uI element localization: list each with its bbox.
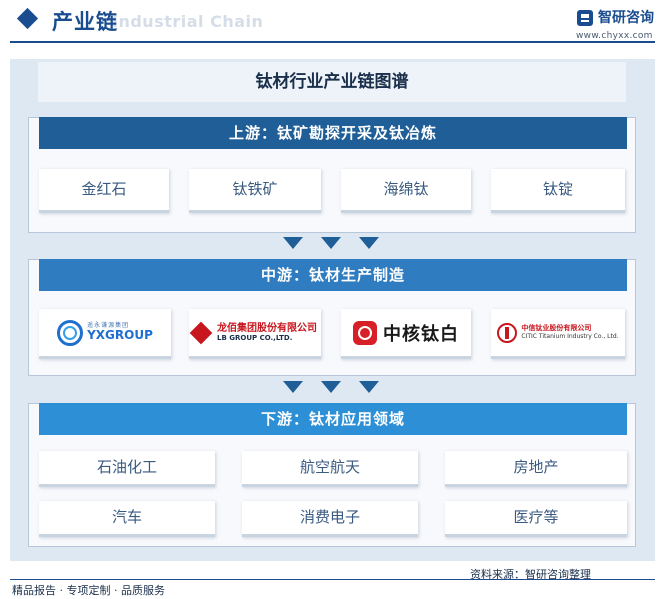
midstream-section: 中游：钛材生产制造 遥永谦源集团 YXGROUP 龙佰集团股份有限公司 LB G… xyxy=(28,259,636,376)
downstream-item-automotive: 汽车 xyxy=(39,501,215,537)
downstream-item-consumer-electronics: 消费电子 xyxy=(242,501,418,537)
footer-divider xyxy=(10,579,655,580)
citic-titanium-name-en: CITIC Titanium Industry Co., Ltd. xyxy=(521,333,619,341)
upstream-item-ilmenite: 钛铁矿 xyxy=(189,169,321,213)
brand-url: www.chyxx.com xyxy=(576,31,653,41)
upstream-section: 上游：钛矿勘探开采及钛冶炼 金红石 钛铁矿 海绵钛 钛锭 xyxy=(28,117,636,233)
yx-group-name-en: YXGROUP xyxy=(87,328,153,343)
page-header: Industrial Chain 产业链 智研咨询 www.chyxx.com xyxy=(0,0,665,44)
header-title: 产业链 xyxy=(52,10,118,34)
company-logo-zhonghe-taibai: 中核钛白 xyxy=(341,309,471,359)
downstream-item-petrochemical: 石油化工 xyxy=(39,451,215,487)
zhonghe-taibai-logo-icon xyxy=(353,320,377,345)
diagram-title: 钛材行业产业链图谱 xyxy=(38,62,626,102)
flow-arrows-midstream-to-downstream xyxy=(0,381,665,397)
header-title-en: Industrial Chain xyxy=(112,12,264,31)
diamond-icon xyxy=(16,7,39,30)
zhonghe-taibai-name: 中核钛白 xyxy=(383,323,459,345)
yx-group-name-cn: 遥永谦源集团 xyxy=(87,321,130,329)
down-arrow-icon xyxy=(283,237,303,249)
flow-arrows-upstream-to-midstream xyxy=(0,237,665,253)
upstream-header: 上游：钛矿勘探开采及钛冶炼 xyxy=(39,117,627,149)
company-logo-yx-group: 遥永谦源集团 YXGROUP xyxy=(39,309,171,359)
downstream-header: 下游：钛材应用领域 xyxy=(39,403,627,435)
down-arrow-icon xyxy=(321,381,341,393)
downstream-section: 下游：钛材应用领域 石油化工 航空航天 房地产 汽车 消费电子 医疗等 xyxy=(28,403,636,547)
downstream-item-medical: 医疗等 xyxy=(445,501,627,537)
down-arrow-icon xyxy=(283,381,303,393)
brand-logo-icon xyxy=(577,10,593,26)
downstream-item-real-estate: 房地产 xyxy=(445,451,627,487)
lb-group-name-cn: 龙佰集团股份有限公司 xyxy=(217,322,317,334)
upstream-item-rutile: 金红石 xyxy=(39,169,169,213)
downstream-item-aerospace: 航空航天 xyxy=(242,451,418,487)
footer-slogan: 精品报告 · 专项定制 · 品质服务 xyxy=(12,584,165,597)
lb-group-name-en: LB GROUP CO.,LTD. xyxy=(217,334,293,343)
header-divider xyxy=(10,41,655,43)
citic-titanium-logo-icon xyxy=(497,322,518,343)
down-arrow-icon xyxy=(321,237,341,249)
midstream-header: 中游：钛材生产制造 xyxy=(39,259,627,291)
lb-group-logo-icon xyxy=(189,321,213,344)
company-logo-lb-group: 龙佰集团股份有限公司 LB GROUP CO.,LTD. xyxy=(189,309,321,359)
upstream-item-titanium-sponge: 海绵钛 xyxy=(341,169,471,213)
brand-name: 智研咨询 xyxy=(598,10,654,26)
data-source: 资料来源：智研咨询整理 xyxy=(470,568,591,581)
yx-group-logo-icon xyxy=(57,319,84,346)
down-arrow-icon xyxy=(359,381,379,393)
upstream-item-titanium-ingot: 钛锭 xyxy=(491,169,625,213)
company-logo-citic-titanium: 中信钛业股份有限公司 CITIC Titanium Industry Co., … xyxy=(491,309,625,359)
down-arrow-icon xyxy=(359,237,379,249)
citic-titanium-name-cn: 中信钛业股份有限公司 xyxy=(521,324,592,333)
